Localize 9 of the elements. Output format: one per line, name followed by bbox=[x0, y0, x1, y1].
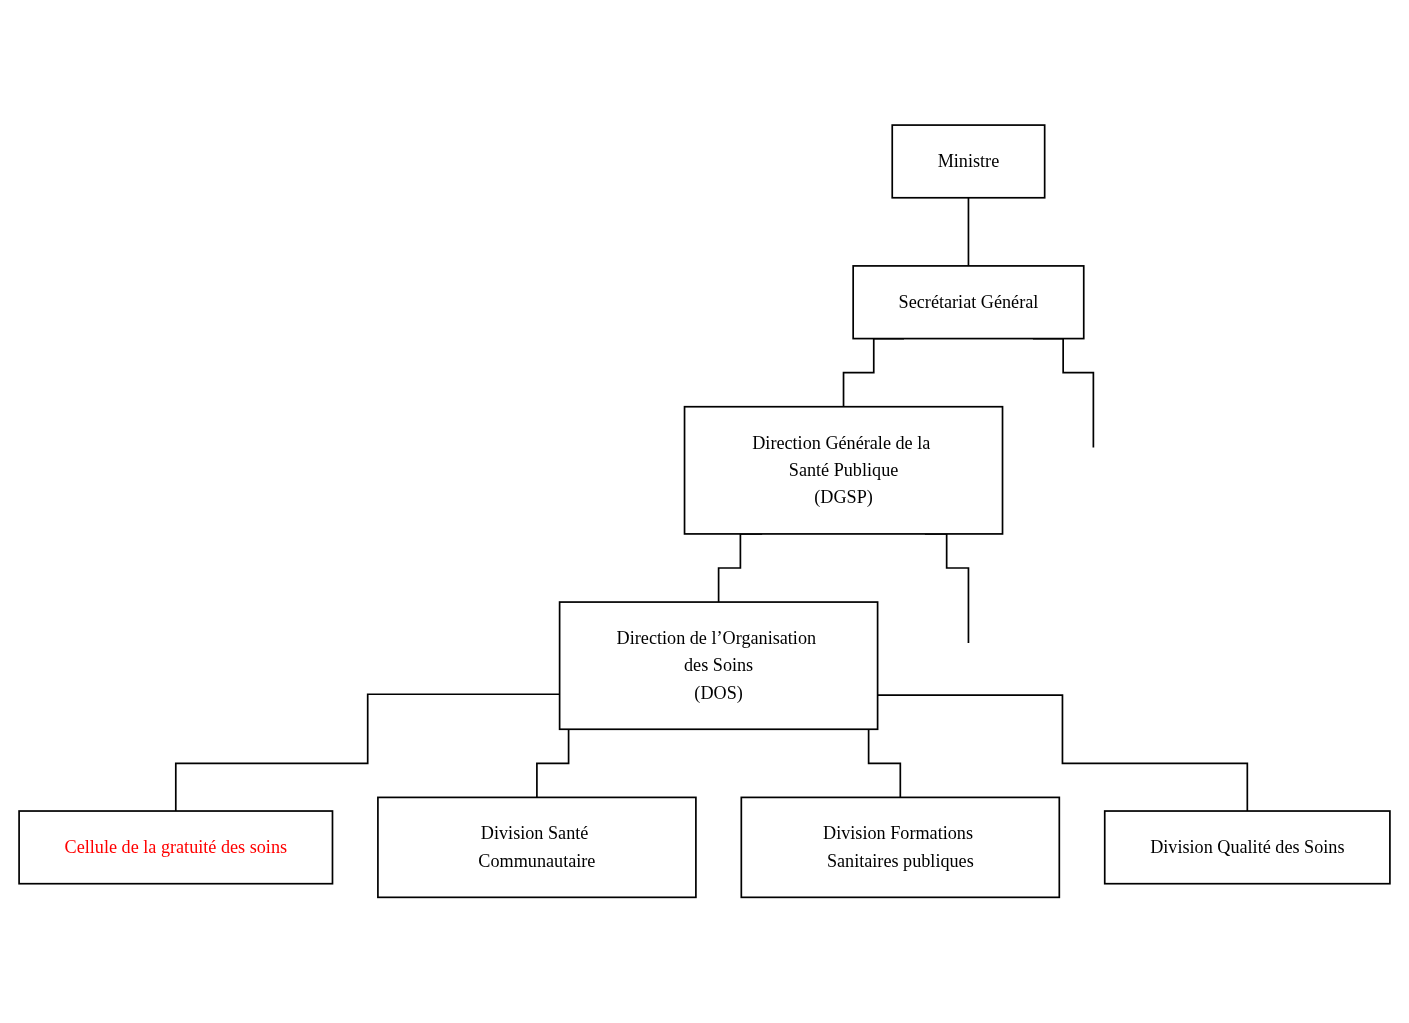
node-box: Ministre bbox=[891, 124, 1046, 199]
node-box: Direction Générale de la Santé Publique (DGSP) bbox=[683, 406, 1004, 536]
node-box: Direction de l’Organisation des Soins (DOS) bbox=[558, 601, 879, 731]
node-box: Division Santé Communautaire bbox=[377, 796, 697, 899]
node-box: Cellule de la gratuité des soins bbox=[18, 810, 334, 885]
node-box: Division Formations Sanitaires publiques bbox=[740, 796, 1061, 899]
connector bbox=[967, 197, 970, 268]
node-box: Division Qualité des Soins bbox=[1103, 810, 1391, 885]
node-box: Secrétariat Général bbox=[852, 265, 1085, 340]
